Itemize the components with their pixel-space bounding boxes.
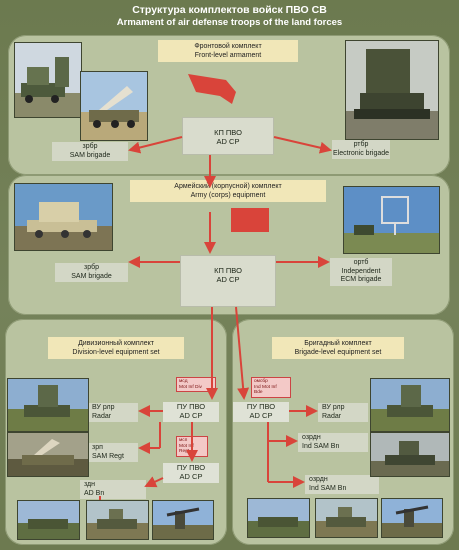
- army-header-en: Army (corps) equipment: [190, 192, 266, 199]
- tag1-line2: Mot Inf Div: [179, 384, 202, 390]
- front-sam-brigade: зрбр SAM brigade: [52, 142, 128, 161]
- army-right-en2: ECM brigade: [340, 276, 382, 283]
- div-sam-en: SAM Regt: [92, 452, 124, 460]
- div-radar-en: Radar: [92, 412, 112, 420]
- division-header-ru: Дивизионный комплект: [78, 340, 154, 347]
- front-electronic-brigade: ртбр Electronic brigade: [332, 140, 390, 159]
- front-left-ru: зрбр: [82, 143, 98, 150]
- division-header-en: Division-level equipment set: [72, 349, 160, 356]
- tag2-line1: мсп: [179, 438, 188, 443]
- photo-brigade-vehicle-1: [247, 498, 310, 538]
- army-header-ru: Армейский (корпусной) комплект: [174, 183, 282, 190]
- division-ad-cp-2: ПУ ПВО AD CP: [163, 463, 219, 483]
- army-ecm-brigade: ортб Independent ECM brigade: [330, 258, 392, 286]
- army-sam-brigade: зрбр SAM brigade: [55, 263, 128, 282]
- division-sam-regt: зрп SAM Regt: [88, 443, 138, 462]
- div-radar-ru: ВУ рлр: [92, 404, 115, 411]
- bde-oz2-ru: озрдн: [309, 476, 328, 483]
- front-header-en: Front-level armament: [194, 52, 262, 59]
- front-pointer-icon: [188, 74, 236, 104]
- div-sam-ru: зрп: [92, 444, 103, 451]
- brigade-header-ru: Бригадный комплект: [304, 340, 372, 347]
- photo-brigade-sam-vehicle: [370, 432, 450, 477]
- bde-pu-en: AD CP: [249, 411, 273, 420]
- div-pu1-en: AD CP: [179, 411, 203, 420]
- bde-radar-ru: ВУ рлр: [322, 404, 345, 411]
- division-ad-bn: здн AD Bn: [80, 480, 146, 499]
- tag2-line3: Regt: [179, 449, 190, 454]
- army-header: Армейский (корпусной) комплект Army (cor…: [130, 180, 326, 202]
- division-header: Дивизионный комплект Division-level equi…: [48, 337, 184, 359]
- front-right-ru: ртбр: [353, 141, 369, 148]
- photo-front-radar-vehicle: [345, 40, 439, 140]
- photo-brigade-radar: [370, 378, 450, 432]
- front-cp-ru: КП ПВО: [214, 128, 242, 137]
- front-right-en: Electronic brigade: [332, 149, 390, 157]
- front-header: Фронтовой комплект Front-level armament: [158, 40, 298, 62]
- div-bn-ru: здн: [84, 481, 96, 488]
- bde-oz2-en: Ind SAM Bn: [309, 484, 347, 492]
- btag-line2: Ind Mot Inf: [254, 384, 277, 390]
- tag1-line1: мсд: [179, 379, 188, 384]
- title-english: Armament of air defense troops of the la…: [116, 17, 343, 28]
- div-pu2-ru: ПУ ПВО: [176, 463, 206, 472]
- photo-army-sam-launcher: [14, 183, 113, 251]
- army-left-ru: зрбр: [83, 264, 99, 271]
- division-ad-cp-1: ПУ ПВО AD CP: [163, 402, 219, 422]
- photo-front-sam-launcher: [14, 42, 82, 118]
- photo-army-ecm-station: [343, 186, 440, 254]
- brigade-ind-sam-bn-1: озрдн Ind SAM Bn: [298, 433, 368, 452]
- army-left-en: SAM brigade: [71, 272, 112, 280]
- division-radar: ВУ рлр Radar: [88, 403, 138, 422]
- bde-oz1-en: Ind SAM Bn: [302, 442, 340, 450]
- army-cp: КП ПВО AD CP: [180, 255, 276, 307]
- front-header-ru: Фронтовой комплект: [194, 43, 262, 50]
- tag2-line2: Mot Inf: [179, 443, 194, 449]
- front-cp-en: AD CP: [216, 137, 240, 146]
- bde-pu-ru: ПУ ПВО: [246, 402, 276, 411]
- photo-division-sam-regt: [7, 432, 89, 477]
- div-bn-en: AD Bn: [84, 489, 105, 497]
- div-pu2-en: AD CP: [179, 472, 203, 481]
- front-cp: КП ПВО AD CP: [182, 117, 274, 155]
- army-cp-ru: КП ПВО: [214, 266, 242, 275]
- btag-line3: Bde: [254, 390, 263, 395]
- army-right-en: Independent: [341, 267, 381, 275]
- brigade-header: Бригадный комплект Brigade-level equipme…: [272, 337, 404, 359]
- photo-brigade-manpads: [381, 498, 443, 538]
- army-document-icon: [231, 208, 269, 232]
- brigade-ad-cp: ПУ ПВО AD CP: [233, 402, 289, 422]
- photo-division-vehicle-2: [86, 500, 149, 540]
- army-right-ru: ортб: [353, 259, 369, 266]
- bde-oz1-ru: озрдн: [302, 434, 321, 441]
- bde-radar-en: Radar: [322, 412, 342, 420]
- ind-mot-inf-bde-tag: омсбр Ind Mot Inf Bde: [251, 377, 291, 398]
- btag-line1: омсбр: [254, 379, 268, 384]
- brigade-header-en: Brigade-level equipment set: [294, 349, 382, 356]
- front-left-en: SAM brigade: [69, 151, 111, 159]
- photo-division-vehicle-1: [17, 500, 80, 540]
- div-pu1-ru: ПУ ПВО: [176, 402, 206, 411]
- title-russian: Структура комплектов войск ПВО СВ: [132, 4, 327, 16]
- photo-brigade-vehicle-2: [315, 498, 378, 538]
- army-cp-en: AD CP: [216, 275, 240, 284]
- brigade-radar: ВУ рлр Radar: [318, 403, 368, 422]
- photo-division-manpads: [152, 500, 214, 540]
- photo-front-buk-system: [80, 71, 148, 141]
- photo-division-radar: [7, 378, 89, 432]
- brigade-ind-sam-bn-2: озрдн Ind SAM Bn: [305, 475, 379, 494]
